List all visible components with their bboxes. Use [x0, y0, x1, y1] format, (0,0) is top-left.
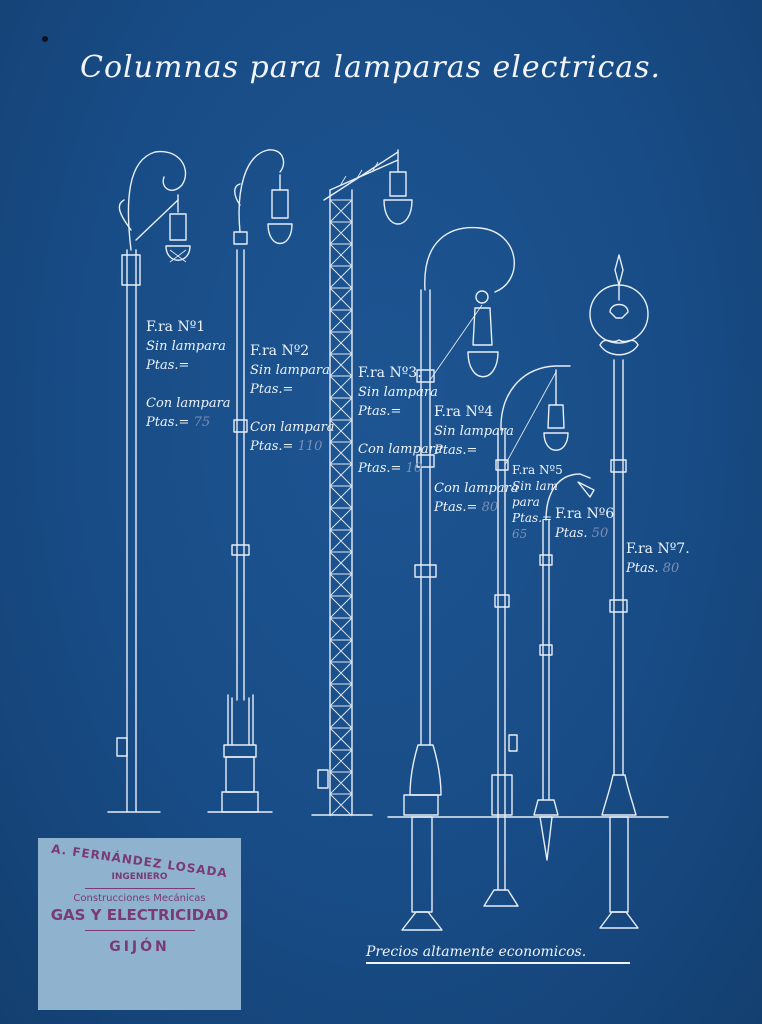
column-7-label: F.ra Nº7. Ptas. 80 — [626, 540, 690, 578]
column-5-line: Ptas.= — [512, 511, 553, 525]
column-4-label: F.ra Nº4 Sin lampara Ptas.= Con lampara … — [434, 403, 519, 517]
column-1-line — [146, 375, 231, 394]
column-2-label: F.ra Nº2 Sin lampara Ptas.= Con lampara … — [250, 342, 335, 456]
stamp-role: INGENIERO — [111, 872, 168, 882]
column-2-line: Con lampara — [250, 420, 335, 435]
column-6-line: Ptas. — [555, 526, 588, 541]
column-4-heading: F.ra Nº4 — [434, 404, 494, 420]
column-7-price: 80 — [662, 561, 680, 576]
column-4-line: Sin lampara — [434, 424, 514, 439]
stamp-rule — [84, 930, 195, 931]
column-6-heading: F.ra Nº6 — [555, 506, 615, 522]
column-5-price: 65 — [512, 527, 528, 541]
column-7-drawing — [589, 254, 649, 929]
column-2-line: Ptas.= — [250, 439, 294, 454]
column-3-price: 10 — [405, 461, 423, 476]
column-6-label: F.ra Nº6 Ptas. 50 — [555, 505, 614, 543]
column-4-line — [434, 460, 519, 479]
column-2-line: Sin lampara — [250, 363, 330, 378]
column-3-line: Sin lampara — [358, 385, 438, 400]
column-1-heading: F.ra Nº1 — [146, 319, 206, 335]
column-3-line: Ptas.= — [358, 461, 402, 476]
column-3-line: Con lampara — [358, 442, 443, 457]
column-4-price: 80 — [481, 500, 499, 515]
footer-note: Precios altamente economicos. — [366, 944, 630, 964]
column-5-label: F.ra Nº5 Sin lam para Ptas.= 65 — [512, 462, 563, 542]
column-5-heading: F.ra Nº5 — [512, 463, 563, 477]
column-2-line — [250, 399, 335, 418]
column-1-line: Ptas.= — [146, 415, 190, 430]
column-5-drawing — [483, 365, 571, 907]
stamp-rule — [84, 888, 195, 889]
column-1-drawing — [116, 150, 191, 813]
column-7-line: Ptas. — [626, 561, 659, 576]
column-5-line: Sin lam — [512, 479, 558, 493]
stamp-services: Construcciones Mecánicas — [73, 893, 206, 904]
column-4-line: Ptas.= — [434, 500, 478, 515]
column-5-line: para — [512, 495, 540, 509]
pin-hole — [42, 36, 48, 42]
page-title: Columnas para lamparas electricas. — [80, 50, 662, 85]
column-7-heading: F.ra Nº7. — [626, 541, 690, 557]
column-1-price: 75 — [193, 415, 211, 430]
column-4-drawing — [401, 226, 515, 931]
column-1-line: Sin lampara — [146, 339, 226, 354]
column-6-price: 50 — [591, 526, 609, 541]
stamp-trade: GAS Y ELECTRICIDAD — [50, 906, 229, 924]
column-1-line: Con lampara — [146, 396, 231, 411]
column-1-line: Ptas.= — [146, 358, 190, 373]
column-4-line: Ptas.= — [434, 443, 478, 458]
column-2-drawing — [221, 149, 293, 813]
column-4-line: Con lampara — [434, 481, 519, 496]
column-2-heading: F.ra Nº2 — [250, 343, 310, 359]
column-3-drawing — [317, 149, 413, 817]
column-2-line: Ptas.= — [250, 382, 294, 397]
column-3-line — [358, 421, 443, 440]
column-3-line: Ptas.= — [358, 404, 402, 419]
column-3-label: F.ra Nº3. Sin lampara Ptas.= Con lampara… — [358, 364, 443, 478]
stamp-city: GIJÓN — [109, 939, 170, 955]
column-1-label: F.ra Nº1 Sin lampara Ptas.= Con lampara … — [146, 318, 231, 432]
maker-stamp: A. FERNÁNDEZ LOSADA INGENIERO Construcci… — [38, 838, 241, 1010]
column-2-price: 110 — [297, 439, 323, 454]
column-6-drawing — [533, 473, 595, 861]
column-3-heading: F.ra Nº3. — [358, 365, 422, 381]
